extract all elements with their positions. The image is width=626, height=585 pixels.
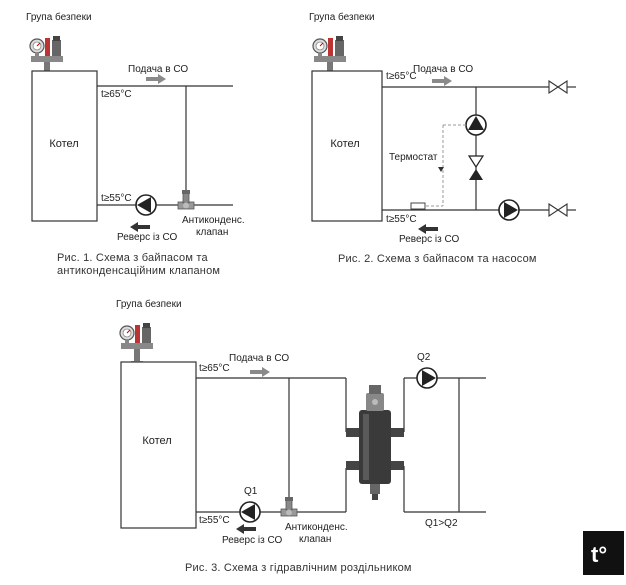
boiler-label: Котел (142, 435, 171, 447)
supply-label: Подача в СО (229, 353, 289, 364)
valve-label-line1: Антиконденс. (182, 215, 245, 226)
temp-low-label: t≥55°C (101, 193, 132, 204)
hydraulic-separator-icon (346, 385, 404, 500)
safety-group-icon (119, 322, 154, 368)
valve-icon (177, 189, 195, 210)
caption-fig1-line2: антиконденсаційним клапаном (57, 265, 220, 277)
pump-icon (135, 194, 157, 216)
gate-valve-icon (548, 203, 568, 217)
return-label: Реверс із СО (399, 234, 459, 245)
supply-arrow-icon (432, 76, 452, 86)
pump-q1-icon (239, 501, 261, 523)
temp-low-label: t≥55°C (386, 214, 417, 225)
thermostat-label: Термостат (389, 152, 438, 163)
gate-valve-icon (548, 80, 568, 94)
supply-arrow-icon (250, 367, 270, 377)
boiler (120, 361, 197, 529)
flow-relation-label: Q1>Q2 (425, 518, 458, 529)
caption-fig2: Рис. 2. Схема з байпасом та насосом (338, 253, 537, 265)
return-arrow-icon (236, 524, 256, 534)
safety-group-label: Група безпеки (309, 11, 375, 23)
temp-low-label: t≥55°C (199, 515, 230, 526)
bypass-pump-icon (465, 114, 487, 136)
caption-fig1-line1: Рис. 1. Схема з байпасом та (57, 252, 208, 264)
temp-high-label: t≥65°C (101, 89, 132, 100)
supply-label: Подача в СО (128, 64, 188, 75)
thermostat-icon (438, 167, 444, 172)
boiler (311, 70, 383, 222)
pump-q1-label: Q1 (244, 486, 258, 497)
logo: t° (583, 531, 624, 575)
figure-1: Група безпеки Котел Подача в СО t≥65°C t… (26, 11, 245, 277)
thermostat-signal-line (426, 124, 466, 207)
valve-label-line2: клапан (299, 534, 331, 545)
thermostat-sensor (410, 202, 426, 210)
valve-label-line2: клапан (196, 227, 228, 238)
check-valve-icon (467, 155, 485, 180)
valve-icon (280, 496, 298, 517)
pump-q2-icon (416, 367, 438, 389)
boiler-label: Котел (330, 138, 359, 150)
boiler-label: Котел (49, 138, 78, 150)
return-arrow-icon (418, 224, 438, 234)
temp-high-label: t≥65°C (386, 71, 417, 82)
return-arrow-icon (130, 222, 150, 232)
supply-label: Подача в СО (413, 64, 473, 75)
supply-arrow-icon (146, 74, 166, 84)
figure-3: Група безпеки Котел Подача (116, 298, 486, 574)
safety-group-label: Група безпеки (26, 11, 92, 23)
valve-label-line1: Антиконденс. (285, 522, 348, 533)
safety-group-label: Група безпеки (116, 298, 182, 310)
pump-q2-label: Q2 (417, 352, 431, 363)
logo-letter: t° (591, 542, 607, 567)
return-label: Реверс із СО (222, 535, 282, 546)
circulation-pump-icon (498, 199, 520, 221)
temp-high-label: t≥65°C (199, 363, 230, 374)
caption-fig3: Рис. 3. Схема з гідравлічним роздільнико… (185, 562, 412, 574)
return-label: Реверс із СО (117, 232, 177, 243)
figure-2: Група безпеки Котел Подача в СО t≥65°C t… (309, 11, 576, 265)
boiler (31, 70, 98, 222)
